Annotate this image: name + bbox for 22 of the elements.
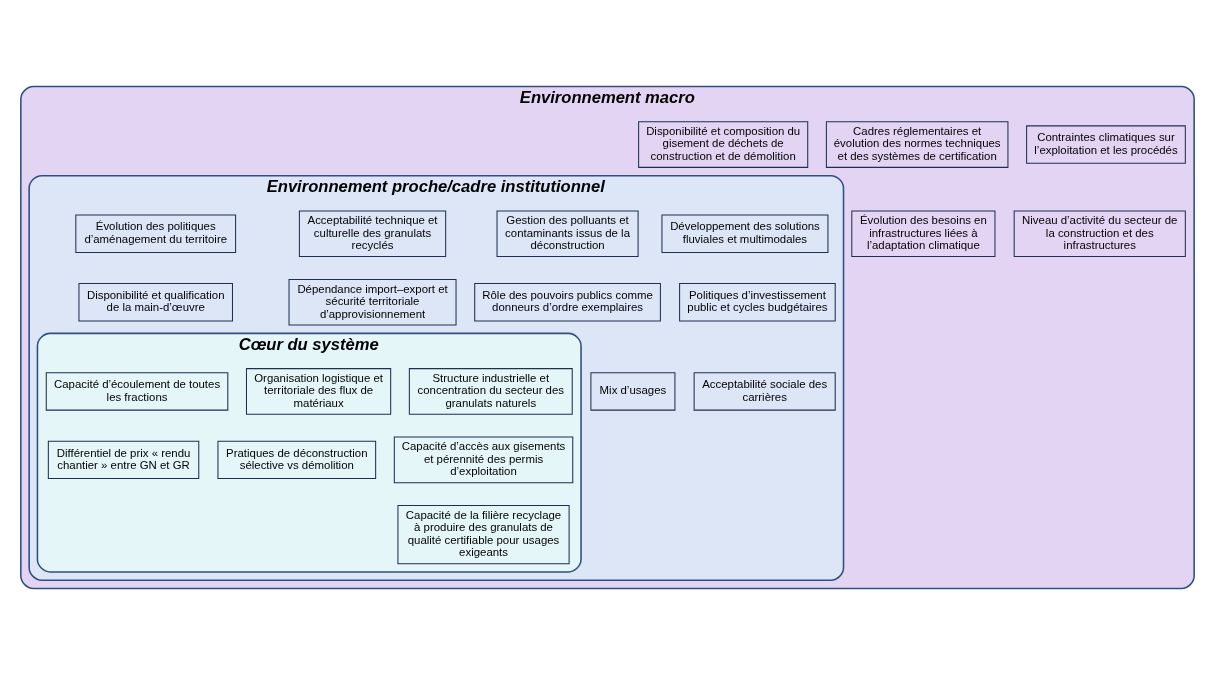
node-box: Disponibilité et qualification de la main-d’œuvre — [78, 282, 233, 321]
node-box: Niveau d’activité du secteur de la construction et des infrastructures — [1013, 209, 1186, 257]
node-box: Évolution des politiques d’aménagement du territoire — [75, 214, 237, 253]
node-box: Politiques d’investissement public et cycles budgétaires — [679, 282, 836, 321]
node-box: Capacité d’écoulement de toutes les fractions — [45, 371, 229, 411]
node-box: Capacité de la filière recyclage à produire des granulats de qualité certifiable pour usages exigeants — [397, 504, 570, 564]
node-box: Disponibilité et composition du gisement de déchets de construction et de démolition — [638, 120, 809, 168]
node-box: Organisation logistique et territoriale des flux de matériaux — [245, 367, 392, 415]
node-box: Différentiel de prix « rendu chantier » entre GN et GR — [47, 440, 200, 479]
node-box: Rôle des pouvoirs publics comme donneurs d’ordre exemplaires — [474, 282, 661, 321]
node-box: Mix d’usages — [590, 371, 676, 411]
node-box: Développement des solutions fluviales et multimodales — [661, 214, 829, 253]
node-box: Contraintes climatiques sur l’exploitation et les procédés — [1026, 124, 1186, 164]
node-box: Gestion des polluants et contaminants issus de la déconstruction — [496, 209, 639, 257]
node-box: Acceptabilité technique et culturelle des granulats recyclés — [298, 209, 447, 257]
node-box: Dépendance import–export et sécurité territoriale d’approvisionnement — [288, 278, 457, 326]
node-box: Structure industrielle et concentration du secteur des granulats naturels — [408, 367, 573, 415]
node-box: Évolution des besoins en infrastructures liées à l’adaptation climatique — [851, 209, 996, 257]
node-box: Cadres réglementaires et évolution des normes techniques et des systèmes de certification — [825, 120, 1009, 168]
node-box: Capacité d’accès aux gisements et pérennité des permis d’exploitation — [393, 436, 574, 483]
node-box: Acceptabilité sociale des carrières — [693, 371, 836, 411]
node-box: Pratiques de déconstruction sélective vs démolition — [217, 440, 377, 479]
